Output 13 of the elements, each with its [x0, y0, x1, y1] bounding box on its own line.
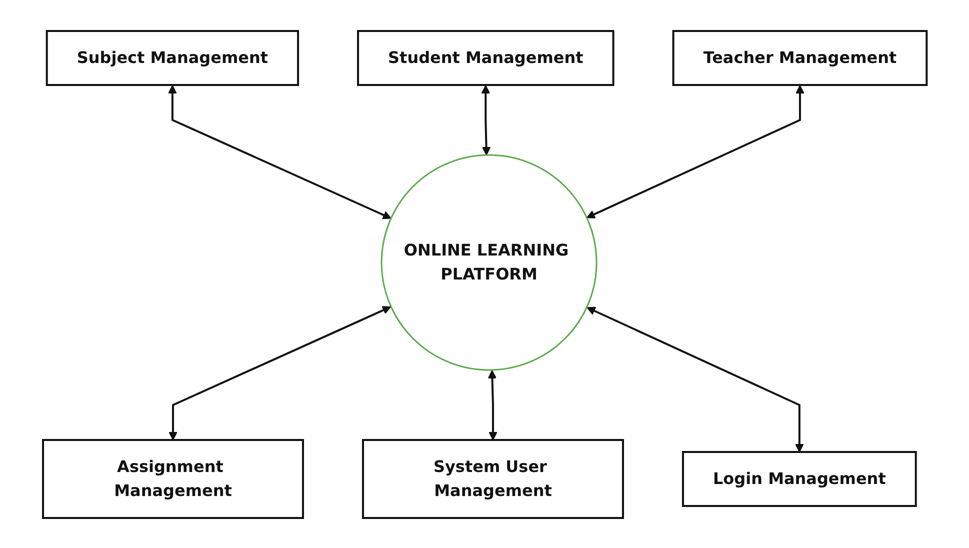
node-box: Teacher Management	[672, 30, 928, 86]
node-box: Subject Management	[46, 30, 299, 86]
node-box: Login Management	[682, 450, 916, 506]
arrow	[168, 84, 392, 219]
arrow	[168, 306, 391, 440]
node-circle: ONLINE LEARNING PLATFORM	[380, 154, 597, 370]
arrow	[480, 84, 490, 155]
arrow	[586, 84, 804, 218]
node-box: System User Management	[362, 438, 624, 518]
node-box: Assignment Management	[42, 438, 304, 518]
arrow	[488, 369, 498, 440]
arrow	[586, 306, 804, 452]
node-box: Student Management	[356, 30, 614, 86]
